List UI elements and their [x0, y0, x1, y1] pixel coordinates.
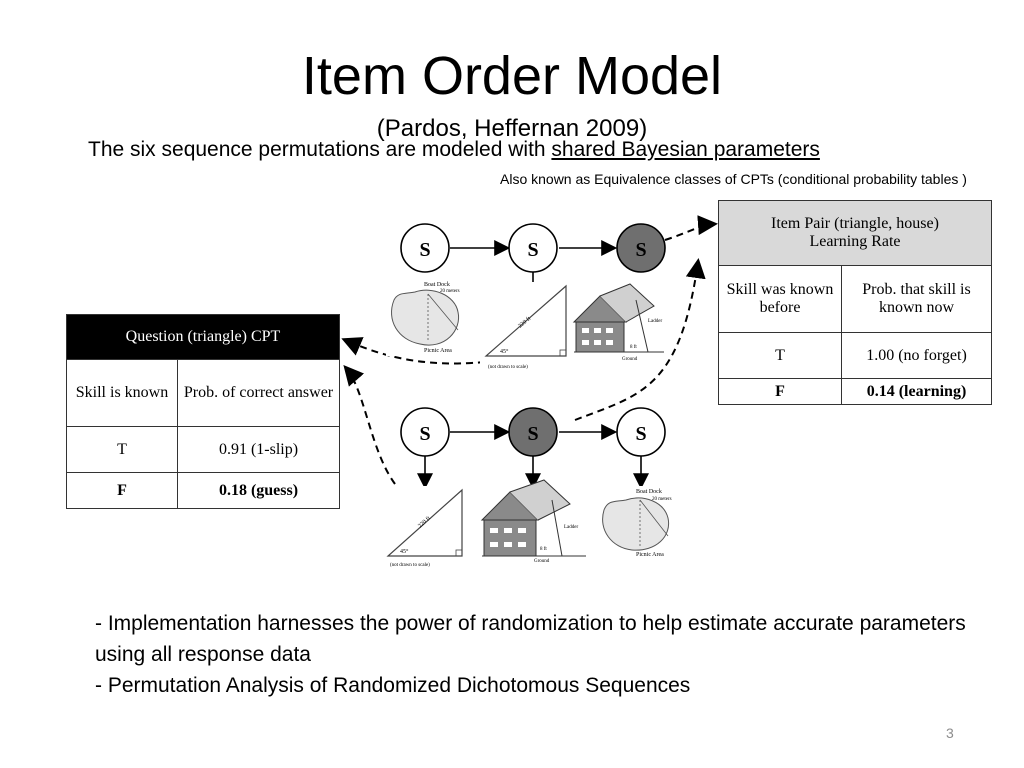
house-distance-label: 8 ft [540, 547, 547, 552]
question-cpt-col2: Prob. of correct answer [177, 359, 340, 427]
lake-picnic-label: Picnic Area [424, 348, 452, 354]
top-node-3: S [616, 223, 666, 273]
item-pair-value: 0.14 (learning) [841, 378, 992, 405]
lake-dock-label: Boat Dock [424, 282, 450, 288]
question-cpt-table: Question (triangle) CPT Skill is known P… [66, 314, 340, 509]
item-pair-header-line1: Item Pair (triangle, house) [771, 215, 939, 232]
house-ground-label: Ground [534, 559, 550, 564]
top-node-2: S [508, 223, 558, 273]
bottom-node-1: S [400, 407, 450, 457]
house-ladder-label: Ladder [564, 525, 578, 530]
question-cpt-value: 0.18 (guess) [177, 472, 340, 509]
item-pair-value: 1.00 (no forget) [841, 332, 992, 379]
bottom-node-3: S [616, 407, 666, 457]
item-pair-state: F [718, 378, 842, 405]
intro-text: The six sequence permutations are modele… [88, 138, 552, 161]
house-illustration-top: Ladder Ground 8 ft [570, 278, 666, 362]
lake-distance-label: 20 meters [652, 497, 672, 502]
triangle-angle-label: 45° [400, 548, 409, 555]
shared-parameters-link: shared Bayesian parameters [551, 138, 820, 161]
node-label: S [527, 239, 538, 261]
lake-illustration-bottom: Boat Dock Picnic Area 20 meters [598, 486, 680, 558]
dashed-link-to-item-pair [664, 215, 718, 241]
bullet-item: - Permutation Analysis of Randomized Dic… [95, 674, 691, 697]
triangle-angle-label: 45° [500, 348, 509, 355]
lake-dock-label: Boat Dock [636, 489, 662, 495]
question-cpt-state: T [66, 426, 178, 473]
house-distance-label: 8 ft [630, 345, 637, 350]
item-pair-cpt-table: Item Pair (triangle, house) Learning Rat… [718, 200, 992, 405]
triangle-illustration-top: 220 ft 45° (not drawn to scale) [480, 282, 574, 372]
item-pair-cpt-header: Item Pair (triangle, house) Learning Rat… [718, 200, 992, 266]
dashed-link-bottom-to-item-pair [574, 258, 706, 421]
triangle-note-label: (not drawn to scale) [390, 563, 430, 568]
bullet-item: - Implementation harnesses the power of … [95, 612, 966, 666]
triangle-note-label: (not drawn to scale) [488, 365, 528, 370]
equivalence-note: Also known as Equivalence classes of CPT… [500, 171, 967, 187]
lake-picnic-label: Picnic Area [636, 552, 664, 558]
question-cpt-col1: Skill is known [66, 359, 178, 427]
question-cpt-header: Question (triangle) CPT [66, 314, 340, 360]
house-ground-label: Ground [622, 357, 638, 362]
bullet-list: - Implementation harnesses the power of … [95, 608, 975, 701]
lake-illustration-top: Boat Dock Picnic Area 20 meters [386, 278, 468, 356]
question-cpt-value: 0.91 (1-slip) [177, 426, 340, 473]
dashed-link-bottom-to-question-cpt [343, 364, 396, 485]
node-label: S [419, 239, 430, 261]
node-label: S [635, 423, 646, 445]
lake-distance-label: 20 meters [440, 289, 460, 294]
page-number: 3 [946, 725, 954, 741]
node-label: S [527, 423, 538, 445]
top-node-1: S [400, 223, 450, 273]
intro-line: The six sequence permutations are modele… [88, 137, 820, 163]
slide-title: Item Order Model [301, 46, 723, 106]
slide-subtitle: (Pardos, Heffernan 2009) [376, 115, 648, 142]
house-illustration-bottom: Ladder Ground 8 ft [478, 479, 588, 566]
triangle-illustration-bottom: 220 ft 45° (not drawn to scale) [380, 486, 476, 568]
house-ladder-label: Ladder [648, 319, 662, 324]
item-pair-header-line2: Learning Rate [809, 233, 901, 250]
bottom-node-2: S [508, 407, 558, 457]
node-label: S [635, 239, 646, 261]
node-label: S [419, 423, 430, 445]
question-cpt-state: F [66, 472, 178, 509]
item-pair-state: T [718, 332, 842, 379]
